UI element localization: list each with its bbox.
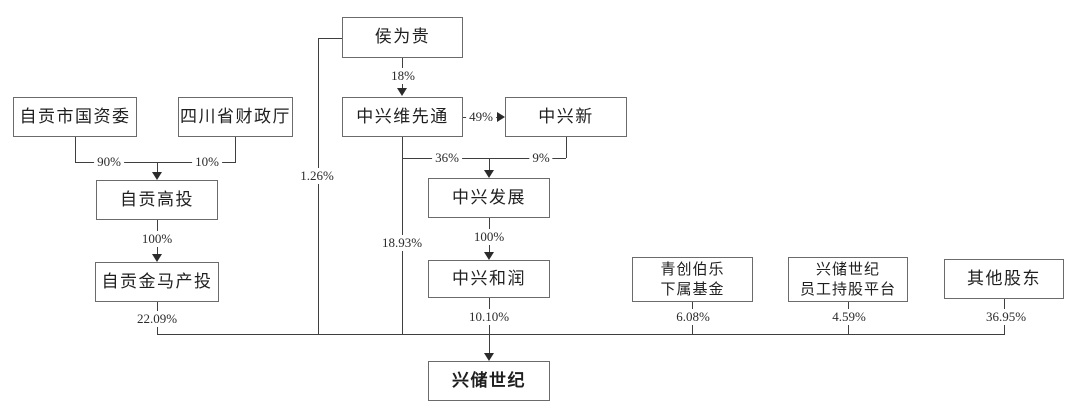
edge-gaotou-to-jinma-arrowhead-icon: [152, 254, 162, 262]
edge-bus-to-xingchu-arrowhead-icon: [484, 353, 494, 361]
edge-join-to-fazhan-arrowhead-icon: [484, 170, 494, 178]
edge-hou-to-xingchu-line-h: [318, 38, 342, 39]
node-zhongxing-weixiantong: 中兴维先通: [342, 97, 463, 137]
node-hou-weigui-label: 侯为贵: [374, 27, 431, 48]
node-zhongxing-xin-label: 中兴新: [538, 106, 594, 127]
edge-fazhan-to-herun-arrowhead-icon: [484, 252, 494, 260]
edge-join-to-gaotou-line: [157, 162, 158, 173]
node-zhongxing-fazhan: 中兴发展: [428, 178, 550, 218]
edge-bus-to-xingchu-line: [489, 334, 490, 353]
edge-label-platform-to-xingchu: 4.59%: [829, 309, 869, 325]
node-zhongxing-herun-label: 中兴和润: [452, 268, 526, 289]
edge-label-bole-to-xingchu: 6.08%: [673, 309, 713, 325]
edge-label-gaotou-to-jinma: 100%: [138, 231, 176, 247]
edge-label-finance-to-gaotou: 10%: [192, 154, 222, 170]
node-employee-platform-label-line1: 兴储世纪: [815, 260, 880, 278]
node-zigong-sasac-label: 自贡市国资委: [19, 106, 131, 127]
edge-join-to-fazhan-line: [489, 158, 490, 170]
edge-fazhan-join-line: [402, 158, 566, 159]
edge-weixiantong-to-xin-arrowhead-icon: [497, 112, 505, 122]
node-employee-platform-label-line2: 员工持股平台: [799, 279, 896, 298]
node-qingchuang-bole-label-line1: 青创伯乐: [660, 260, 725, 278]
edge-label-fazhan-to-herun: 100%: [470, 229, 508, 245]
edge-label-weixiantong-to-fazhan: 36%: [432, 150, 462, 166]
node-zigong-jinma-label: 自贡金马产投: [101, 271, 213, 292]
edge-label-others-to-xingchu: 36.95%: [982, 309, 1030, 325]
node-sichuan-finance-label: 四川省财政厅: [180, 106, 291, 127]
edge-label-weixiantong-to-xingchu: 18.93%: [378, 235, 426, 251]
edge-label-hou-to-weixiantong: 18%: [388, 68, 418, 84]
node-zigong-gaotou: 自贡高投: [96, 180, 218, 220]
node-qingchuang-bole: 青创伯乐 下属基金: [632, 257, 753, 302]
edge-finance-drop-line: [235, 137, 236, 162]
edge-label-xin-to-fazhan: 9%: [529, 150, 553, 166]
node-hou-weigui: 侯为贵: [342, 17, 463, 58]
edge-xin-drop-line: [566, 137, 567, 158]
edge-sasac-drop-line: [75, 137, 76, 162]
node-xingchu-shiji-label: 兴储世纪: [452, 370, 526, 391]
node-zhongxing-fazhan-label: 中兴发展: [452, 187, 526, 208]
node-zigong-gaotou-label: 自贡高投: [120, 189, 194, 210]
node-other-shareholders-label: 其他股东: [967, 268, 1041, 289]
edge-label-weixiantong-to-xin: 49%: [466, 109, 496, 125]
edge-gaotou-join-line: [75, 162, 236, 163]
node-zhongxing-xin: 中兴新: [505, 97, 627, 137]
edge-join-to-gaotou-arrowhead-icon: [152, 172, 162, 180]
node-zhongxing-weixiantong-label: 中兴维先通: [356, 106, 449, 127]
node-employee-platform: 兴储世纪 员工持股平台: [788, 257, 908, 302]
edge-bottom-bus-line: [157, 334, 1005, 335]
edge-label-herun-to-xingchu: 10.10%: [465, 309, 513, 325]
edge-label-sasac-to-gaotou: 90%: [94, 154, 124, 170]
edge-hou-to-weixiantong-arrowhead-icon: [397, 88, 407, 96]
edge-label-hou-to-xingchu: 1.26%: [297, 168, 337, 184]
node-zigong-sasac: 自贡市国资委: [13, 97, 137, 137]
edge-label-jinma-to-xingchu: 22.09%: [133, 311, 181, 327]
node-qingchuang-bole-label-line2: 下属基金: [660, 279, 725, 298]
node-xingchu-shiji: 兴储世纪: [428, 361, 550, 401]
node-zhongxing-herun: 中兴和润: [428, 260, 550, 298]
node-zigong-jinma: 自贡金马产投: [95, 262, 219, 302]
node-other-shareholders: 其他股东: [944, 259, 1064, 299]
node-sichuan-finance: 四川省财政厅: [178, 97, 293, 137]
edge-hou-to-xingchu-line-v: [318, 38, 319, 334]
